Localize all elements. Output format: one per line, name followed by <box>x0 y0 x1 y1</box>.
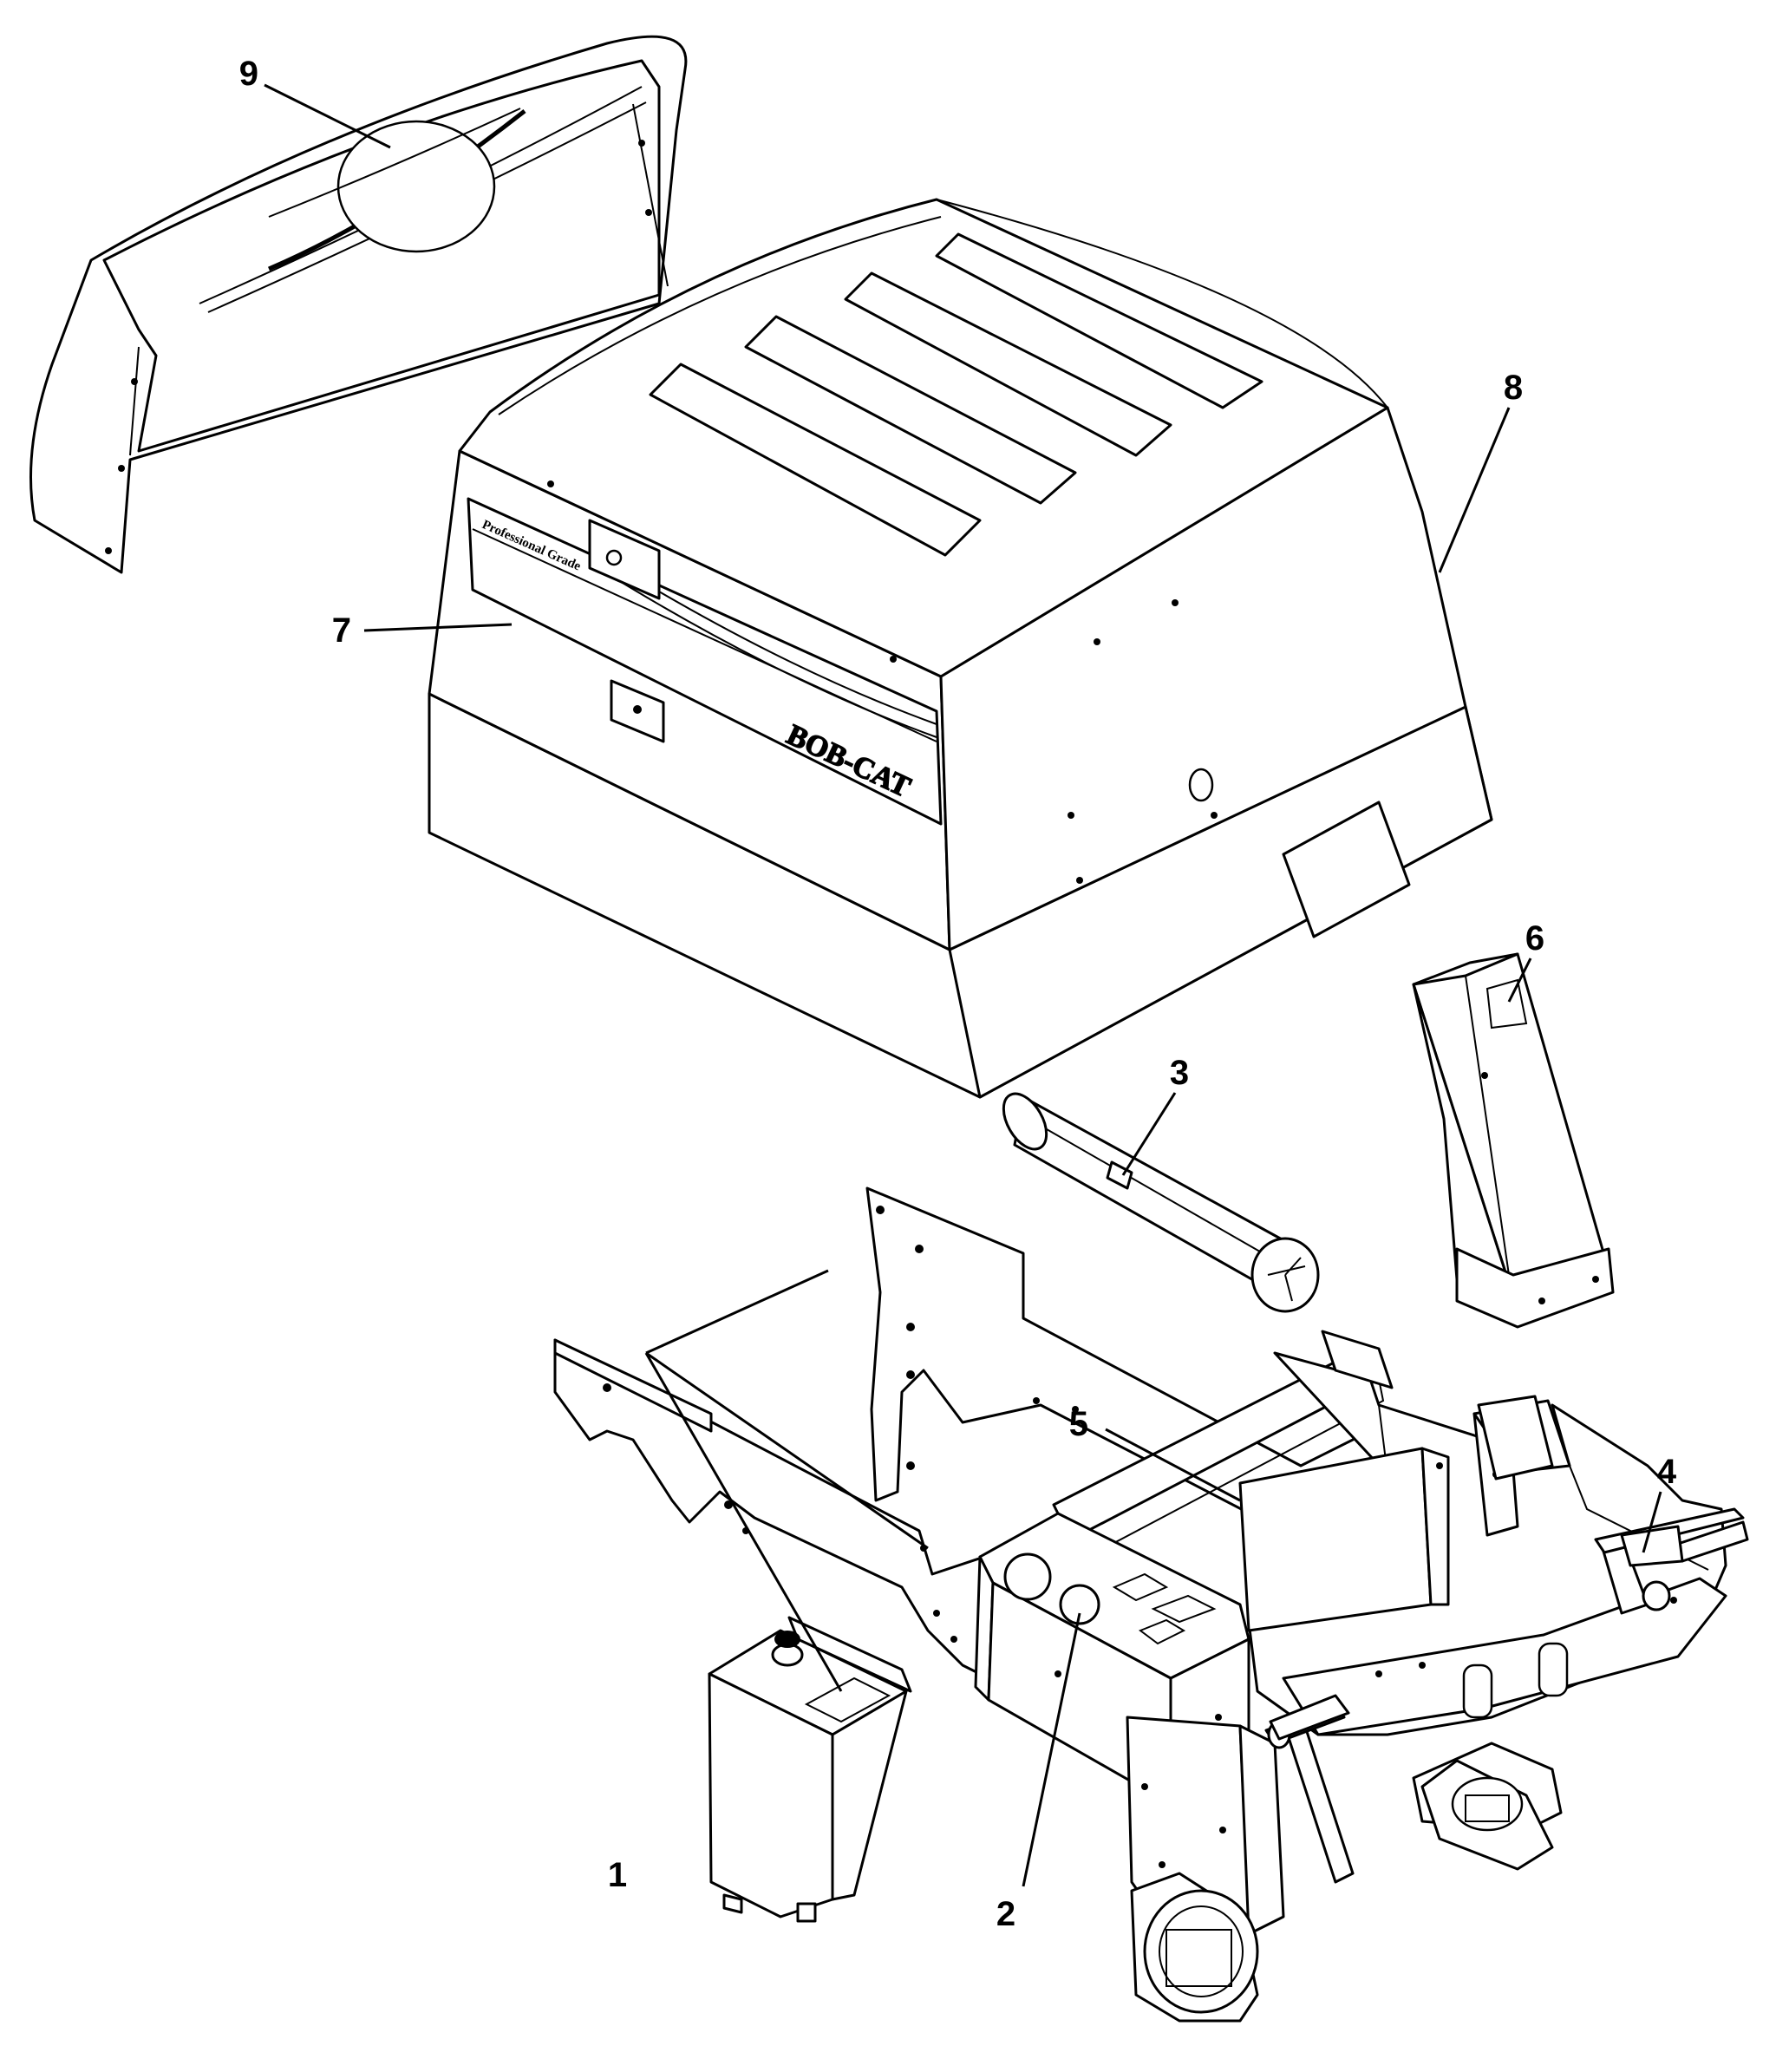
part-tank <box>708 1616 912 1923</box>
callout-labels: 9 8 7 6 3 4 5 1 2 <box>239 55 1677 1933</box>
callout-5: 5 <box>1069 1405 1088 1443</box>
leader-1 <box>644 1352 843 1692</box>
callout-8: 8 <box>1504 369 1523 407</box>
leader-5 <box>1105 1428 1241 1502</box>
part-frame-assembly <box>553 1186 1749 2023</box>
leader-1-top <box>645 1269 929 1550</box>
leader-3 <box>1121 1092 1177 1176</box>
callout-2: 2 <box>996 1895 1015 1933</box>
leader-7 <box>363 623 513 632</box>
leader-8 <box>1438 407 1511 573</box>
callout-7: 7 <box>332 611 351 650</box>
top-ribs <box>649 232 1263 557</box>
leader-2 <box>1022 1612 1081 1887</box>
part-tube <box>1002 1092 1320 1313</box>
callout-1: 1 <box>608 1856 627 1894</box>
leader-9 <box>264 83 391 149</box>
callout-4: 4 <box>1657 1453 1677 1491</box>
leader-4 <box>1642 1491 1662 1553</box>
callout-3: 3 <box>1170 1054 1189 1092</box>
leader-6 <box>1507 958 1532 1003</box>
callout-9: 9 <box>239 55 258 93</box>
leader-lines <box>264 83 1662 1887</box>
part-rear-shroud <box>29 35 688 574</box>
part-main-housing: Professional Grade BOB-CAT <box>428 198 1493 1099</box>
callout-6: 6 <box>1525 919 1544 958</box>
part-chute <box>1412 952 1615 1329</box>
